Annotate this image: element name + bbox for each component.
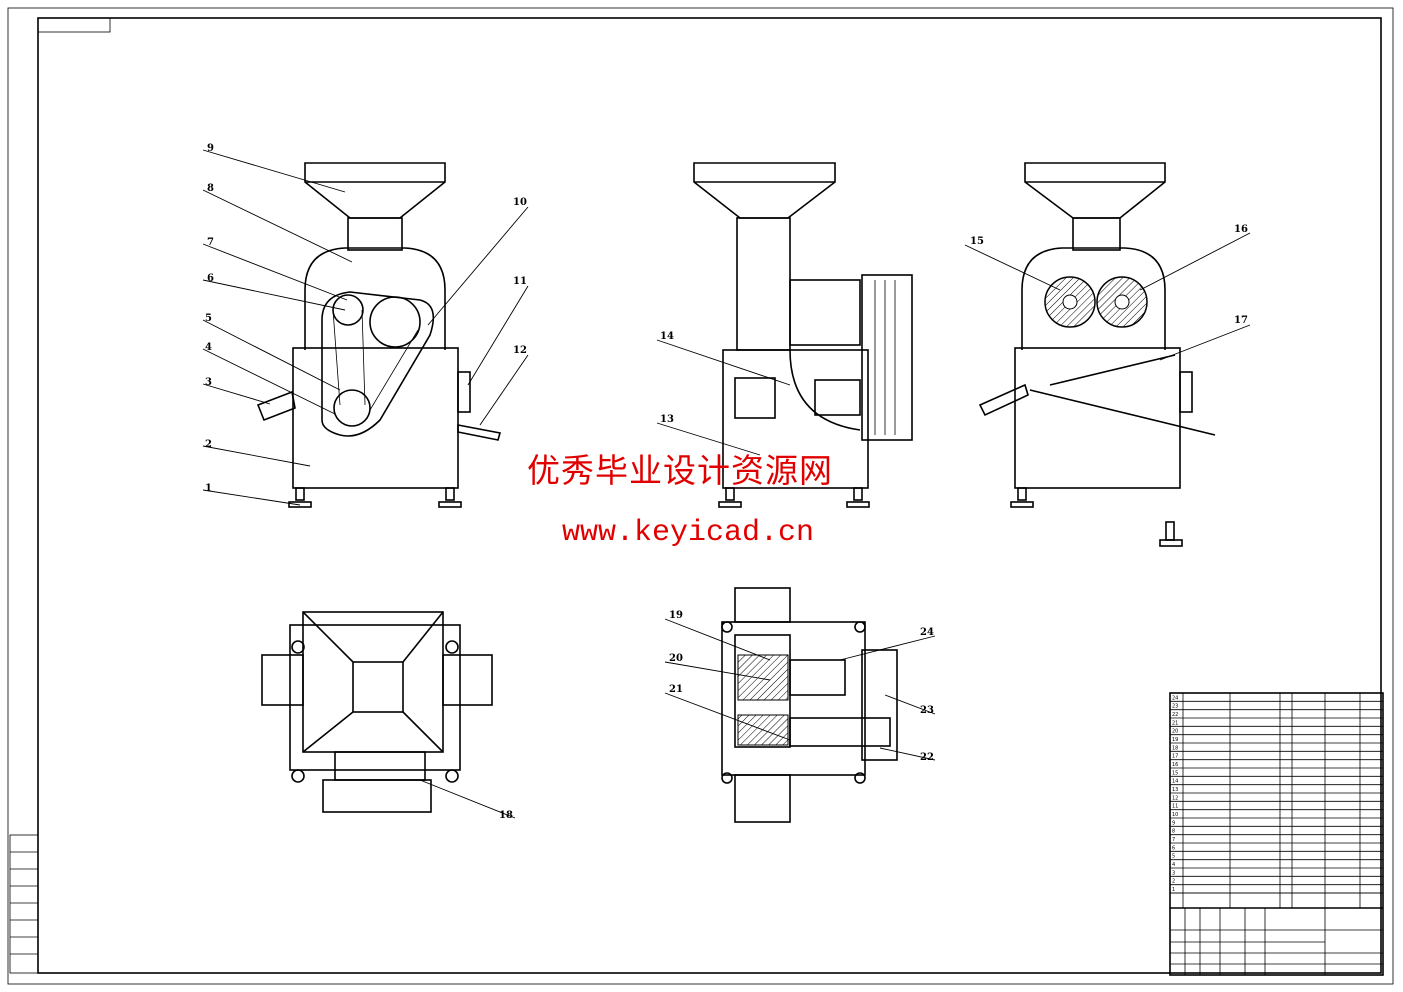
parts-item-number: 19 bbox=[1172, 737, 1178, 743]
outer-border bbox=[7, 7, 1394, 985]
corner-label-box bbox=[37, 17, 111, 33]
parts-item-number: 15 bbox=[1172, 770, 1178, 776]
callout-leaders bbox=[202, 149, 1251, 819]
parts-item-number: 17 bbox=[1172, 754, 1178, 760]
plan-section-view bbox=[721, 587, 898, 823]
callout-20: 20 bbox=[669, 653, 683, 664]
callout-12: 12 bbox=[513, 345, 527, 356]
parts-item-number: 7 bbox=[1172, 837, 1175, 843]
parts-item-number: 20 bbox=[1172, 729, 1178, 735]
callout-1: 1 bbox=[205, 483, 212, 494]
callout-24: 24 bbox=[920, 627, 934, 638]
callout-13: 13 bbox=[660, 414, 674, 425]
parts-item-number: 24 bbox=[1172, 695, 1178, 701]
callout-16: 16 bbox=[1234, 224, 1248, 235]
parts-item-number: 8 bbox=[1172, 829, 1175, 835]
parts-item-number: 12 bbox=[1172, 795, 1178, 801]
section-view bbox=[978, 162, 1216, 547]
parts-item-number: 23 bbox=[1172, 704, 1178, 710]
callout-14: 14 bbox=[660, 331, 674, 342]
parts-item-number: 16 bbox=[1172, 762, 1178, 768]
side-view bbox=[693, 162, 913, 508]
watermark-title: 优秀毕业设计资源网 bbox=[527, 451, 833, 490]
parts-item-number: 4 bbox=[1172, 862, 1175, 868]
callout-4: 4 bbox=[205, 342, 212, 353]
parts-item-number: 14 bbox=[1172, 779, 1178, 785]
parts-item-number: 5 bbox=[1172, 854, 1175, 860]
callout-15: 15 bbox=[970, 236, 984, 247]
parts-item-number: 3 bbox=[1172, 870, 1175, 876]
callout-18: 18 bbox=[499, 810, 513, 821]
parts-item-number: 2 bbox=[1172, 879, 1175, 885]
parts-item-number: 21 bbox=[1172, 720, 1178, 726]
left-binding-table bbox=[9, 834, 39, 974]
callout-19: 19 bbox=[669, 610, 683, 621]
callout-8: 8 bbox=[207, 183, 214, 194]
callout-21: 21 bbox=[669, 684, 683, 695]
callout-2: 2 bbox=[205, 439, 212, 450]
front-view bbox=[256, 162, 502, 508]
drawing-frame bbox=[37, 17, 1382, 974]
parts-item-number: 18 bbox=[1172, 745, 1178, 751]
parts-item-number: 11 bbox=[1172, 804, 1178, 810]
callout-6: 6 bbox=[207, 273, 214, 284]
parts-item-number: 13 bbox=[1172, 787, 1178, 793]
callout-17: 17 bbox=[1234, 315, 1248, 326]
callout-23: 23 bbox=[920, 705, 934, 716]
callout-10: 10 bbox=[513, 197, 527, 208]
callout-3: 3 bbox=[205, 377, 212, 388]
callout-11: 11 bbox=[513, 276, 527, 287]
callout-5: 5 bbox=[205, 313, 212, 324]
callout-numbers: 1 2 3 4 5 6 7 8 9 10 11 12 13 14 15 16 1… bbox=[205, 143, 1248, 821]
top-view bbox=[261, 611, 493, 813]
parts-item-number: 1 bbox=[1172, 887, 1175, 893]
parts-item-number: 22 bbox=[1172, 712, 1178, 718]
callout-7: 7 bbox=[207, 237, 214, 248]
parts-item-number: 6 bbox=[1172, 845, 1175, 851]
parts-item-number: 10 bbox=[1172, 812, 1178, 818]
parts-item-number: 9 bbox=[1172, 820, 1175, 826]
callout-22: 22 bbox=[920, 752, 934, 763]
watermark-url: www.keyicad.cn bbox=[562, 516, 815, 550]
callout-9: 9 bbox=[207, 143, 214, 154]
